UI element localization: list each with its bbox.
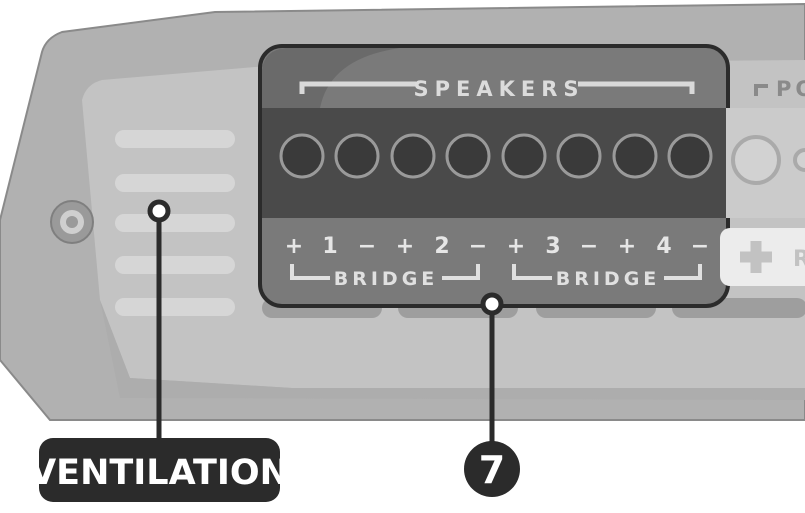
power-terminal	[731, 135, 781, 185]
ventilation-label: VENTILATION	[29, 453, 289, 493]
speaker-terminal	[390, 133, 436, 179]
callout-number: 7	[479, 448, 505, 492]
callout-dot	[480, 292, 504, 316]
speaker-terminal	[334, 133, 380, 179]
remote-label: R	[793, 247, 805, 272]
bridge-label: BRIDGE	[334, 268, 439, 290]
speakers-label: SPEAKERS	[413, 77, 584, 101]
speaker-terminal	[556, 133, 602, 179]
minus-label: −	[469, 234, 487, 259]
terminal-callout: 7	[464, 292, 520, 497]
speaker-terminal	[612, 133, 658, 179]
speaker-terminal	[667, 133, 713, 179]
speaker-terminal-block: SPEAKERS	[258, 44, 730, 308]
plus-label: +	[618, 234, 636, 259]
plus-label: +	[396, 234, 414, 259]
speaker-terminal	[501, 133, 547, 179]
power-section: PO	[726, 77, 805, 218]
minus-label: −	[691, 234, 709, 259]
channel-number: 4	[656, 234, 671, 259]
speaker-terminal	[445, 133, 491, 179]
terminal-polarity-labels: + 1 − + 2 − + 3 − + 4 −	[285, 234, 709, 259]
channel-number: 3	[545, 234, 560, 259]
minus-label: −	[358, 234, 376, 259]
power-label: PO	[776, 77, 805, 101]
plus-label: +	[507, 234, 525, 259]
channel-number: 2	[434, 234, 449, 259]
ventilation-slots	[115, 130, 235, 316]
channel-number: 1	[322, 234, 337, 259]
remote-section: R	[720, 228, 805, 286]
speaker-terminal	[279, 133, 325, 179]
minus-label: −	[580, 234, 598, 259]
speaker-terminals	[279, 133, 713, 179]
plus-label: +	[285, 234, 303, 259]
bridge-brackets	[290, 264, 702, 280]
bridge-label: BRIDGE	[556, 268, 661, 290]
mounting-screw-icon	[50, 200, 94, 244]
ventilation-callout: VENTILATION	[29, 199, 289, 502]
callout-dot	[147, 199, 171, 223]
